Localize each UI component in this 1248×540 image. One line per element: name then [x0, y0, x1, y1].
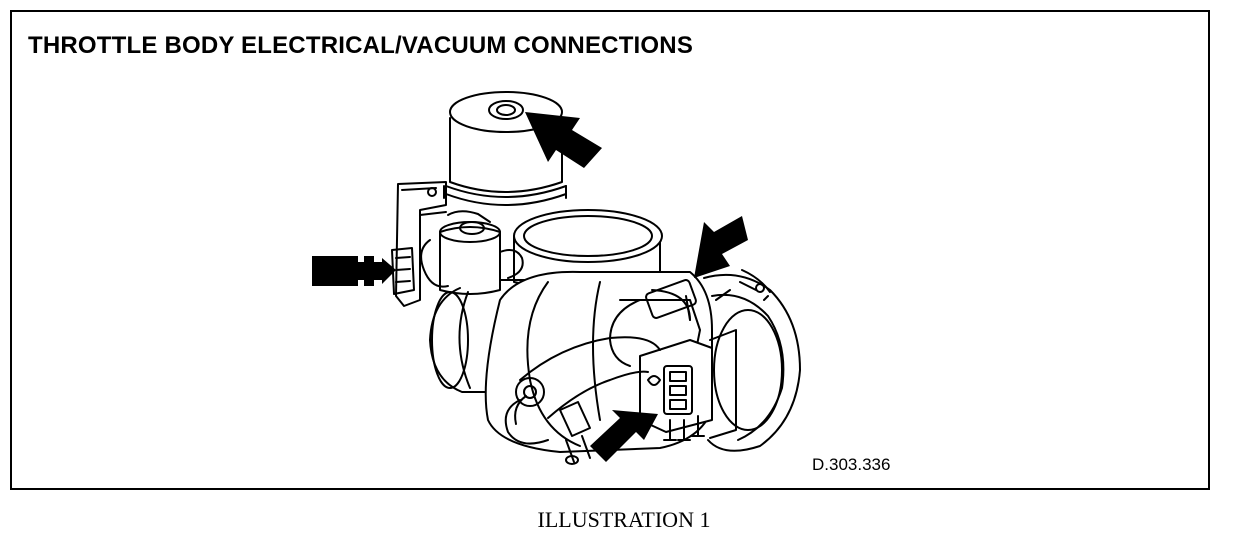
position-sensor — [639, 339, 713, 433]
bottom-arrow — [590, 410, 658, 462]
illustration-frame — [10, 10, 1210, 490]
actuator-canister — [443, 91, 567, 206]
mounting-studs — [663, 415, 705, 441]
inlet-flange — [703, 269, 801, 452]
wiring-harness — [504, 279, 697, 445]
left-arrow — [312, 256, 396, 286]
right-arrow — [694, 216, 748, 278]
illustration-title: THROTTLE BODY ELECTRICAL/VACUUM CONNECTI… — [28, 32, 694, 59]
outlet-tube — [429, 279, 561, 393]
top-arrow — [525, 112, 602, 168]
figure-reference: D.303.336 — [812, 455, 891, 474]
mounting-bracket — [391, 181, 447, 307]
illustration-caption: ILLUSTRATION 1 — [537, 507, 711, 532]
vacuum-solenoid — [420, 210, 524, 295]
throttle-lever — [519, 336, 661, 465]
